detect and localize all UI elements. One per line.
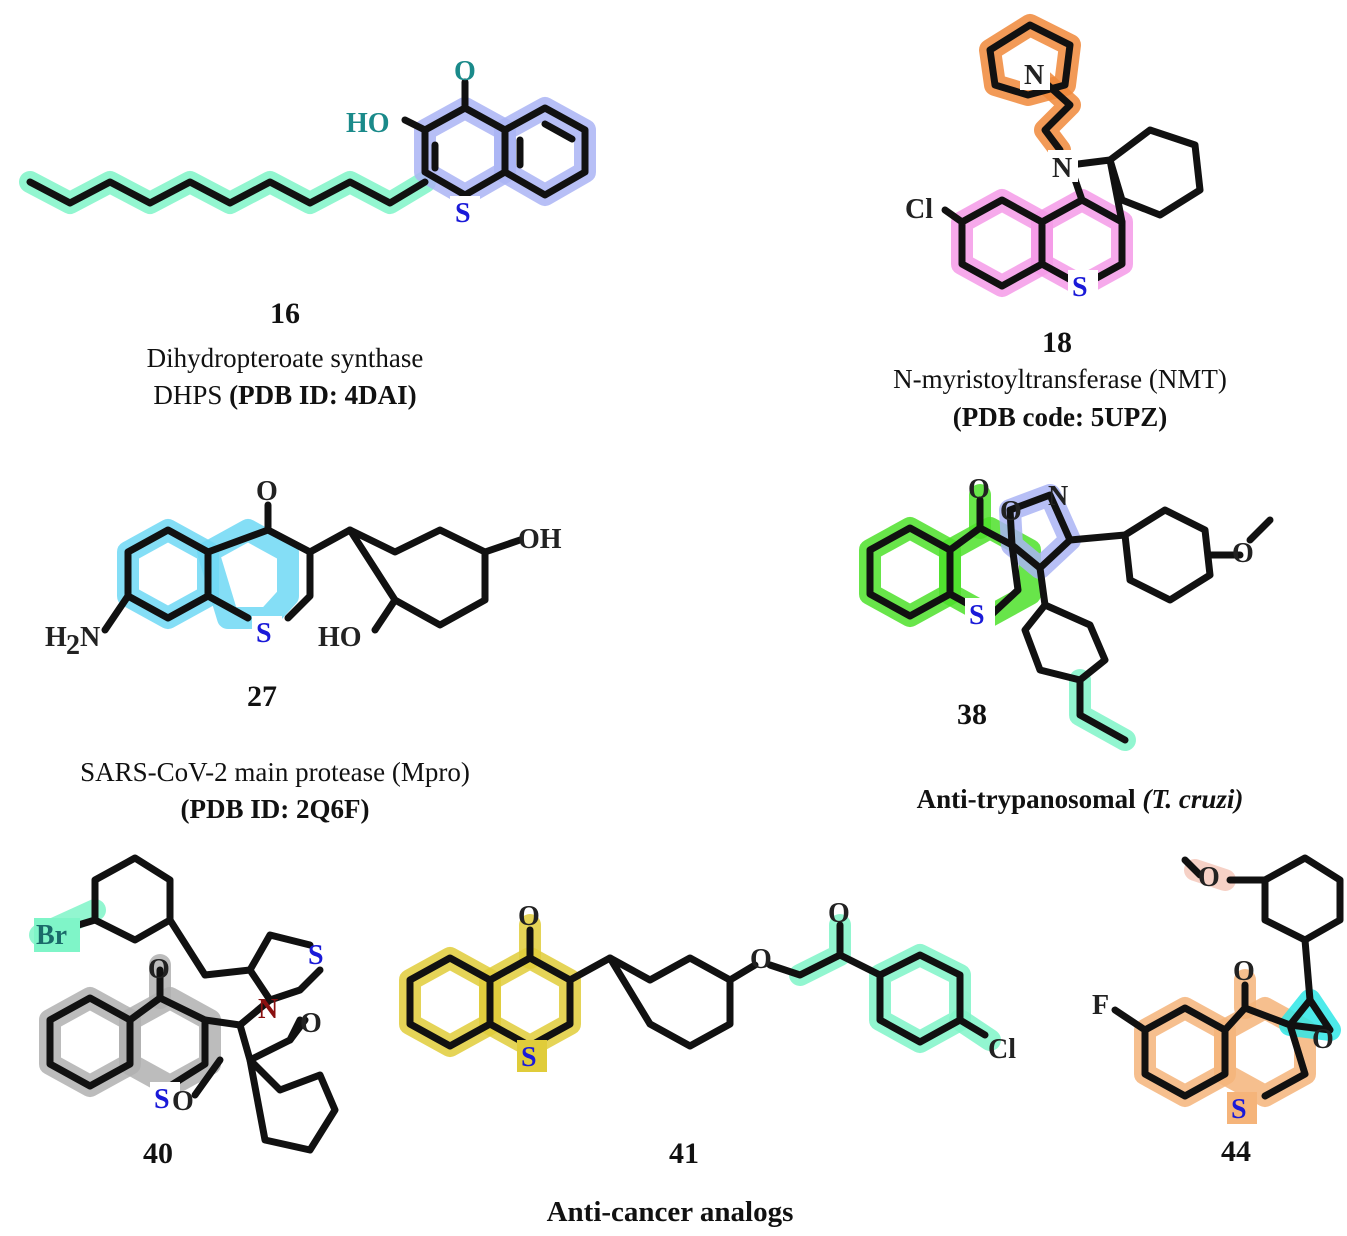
compound-41-structure: S O O O Cl xyxy=(399,898,1016,1073)
atom-label-OH: OH xyxy=(518,524,562,555)
atom-label-O: O xyxy=(518,901,540,932)
anti-cancer-group-label: Anti-cancer analogs xyxy=(546,1196,794,1228)
atom-label-O: O xyxy=(1233,956,1255,987)
atom-label-S: S xyxy=(521,1042,537,1073)
compound-number-27: 27 xyxy=(247,680,277,713)
atom-label-N: N xyxy=(1024,60,1044,91)
atom-label-O: O xyxy=(750,944,772,975)
atom-label-H2N-N: N xyxy=(80,622,100,653)
atom-label-Cl: Cl xyxy=(988,1034,1016,1065)
atom-label-S: S xyxy=(256,618,272,649)
atom-label-S: S xyxy=(308,940,324,971)
compound-27-pdb-id: (PDB ID: 2Q6F) xyxy=(180,794,370,824)
atom-label-O: O xyxy=(172,1086,194,1117)
compound-16-structure: S O HO xyxy=(19,56,596,229)
compound-18-target-line1: N-myristoyltransferase (NMT) xyxy=(893,364,1227,394)
atom-label-HO: HO xyxy=(346,108,390,139)
compound-number-44: 44 xyxy=(1221,1135,1251,1168)
compound-18-structure: N N S Cl xyxy=(905,14,1204,303)
atom-label-S: S xyxy=(1072,272,1088,303)
compound-38-organism: (T. cruzi) xyxy=(1142,784,1244,814)
compound-38-activity-label: Anti-trypanosomal xyxy=(916,784,1143,814)
atom-label-N: N xyxy=(1048,481,1068,512)
compound-16-target-line2: DHPS (PDB ID: 4DAI) xyxy=(105,380,465,411)
compound-number-16: 16 xyxy=(270,297,300,330)
atom-label-HO: HO xyxy=(318,622,362,653)
compound-27-structure: S O OH HO H 2 N xyxy=(45,476,562,661)
atom-label-O: O xyxy=(1232,538,1254,569)
atom-label-H2N-H: H xyxy=(45,622,67,653)
atom-label-O: O xyxy=(1312,1024,1334,1055)
atom-label-F: F xyxy=(1092,990,1109,1021)
atom-label-O: O xyxy=(256,476,278,507)
atom-label-S: S xyxy=(455,198,471,229)
atom-label-O: O xyxy=(1198,862,1220,893)
atom-label-O: O xyxy=(148,954,170,985)
compound-number-18: 18 xyxy=(1042,326,1072,359)
atom-label-O: O xyxy=(828,898,850,929)
atom-label-S: S xyxy=(154,1084,170,1115)
atom-label-S: S xyxy=(969,600,985,631)
compound-27-target-line1: SARS-CoV-2 main protease (Mpro) xyxy=(80,757,470,787)
atom-label-ON: O xyxy=(1000,496,1022,527)
atom-label-O: O xyxy=(300,1008,322,1039)
compound-38-activity: Anti-trypanosomal (T. cruzi) xyxy=(830,784,1330,815)
compound-44-structure: S O O O F xyxy=(1092,854,1344,1125)
atom-label-Cl: Cl xyxy=(905,194,933,225)
atom-label-S: S xyxy=(1231,1094,1247,1125)
compound-number-40: 40 xyxy=(143,1137,173,1170)
compound-16-pdb-id: (PDB ID: 4DAI) xyxy=(229,380,417,410)
compound-18-pdb-code: (PDB code: 5UPZ) xyxy=(952,402,1168,432)
compound-40-structure: Br S O S N O O xyxy=(29,854,339,1154)
atom-label-H2N-2: 2 xyxy=(66,630,80,661)
atom-label-O: O xyxy=(454,56,476,87)
compound-number-38: 38 xyxy=(957,698,987,731)
compound-number-41: 41 xyxy=(669,1137,699,1170)
atom-label-N: N xyxy=(1052,153,1072,184)
atom-label-O: O xyxy=(968,474,990,505)
compound-16-target-line1: Dihydropteroate synthase xyxy=(146,343,424,373)
atom-label-N: N xyxy=(258,994,278,1025)
atom-label-Br: Br xyxy=(36,920,67,951)
compound-38-structure: S O O N O xyxy=(859,474,1274,751)
compound-16-target-plain: DHPS xyxy=(153,380,230,410)
